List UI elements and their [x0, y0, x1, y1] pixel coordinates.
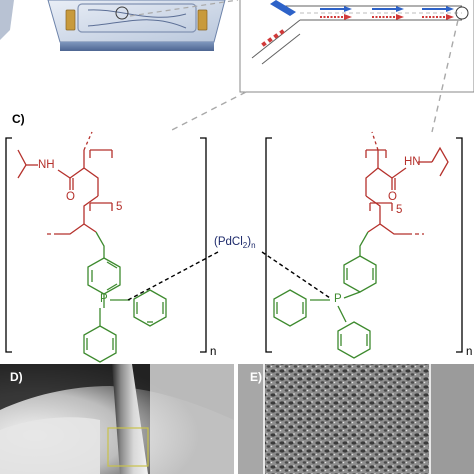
- sem-image-d: [0, 364, 234, 474]
- zoom-guide-left: [167, 91, 247, 133]
- reactor-chip-photo: [0, 0, 239, 51]
- pdcl2-subscript: 2: [242, 241, 248, 250]
- repeat-n-left: n: [210, 346, 217, 358]
- phosphine-ligand-right: [273, 231, 377, 359]
- channel-schematic: [239, 0, 474, 93]
- pd-coordination-bonds: [127, 251, 331, 301]
- pdcl2-sub-n: n: [251, 241, 256, 250]
- zoom-guide-right: [431, 19, 459, 133]
- phosphorus-left: P: [100, 293, 108, 305]
- carbonyl-o-right: O: [388, 191, 397, 203]
- panel-label-d: D): [10, 370, 23, 384]
- brackets-right: [265, 137, 463, 353]
- panel-label-e: E): [250, 370, 262, 384]
- pdcl2-complex-label: (PdCl2)n: [214, 236, 256, 250]
- polymer-backbone-left: [17, 131, 113, 235]
- inset-selection-box: [107, 427, 149, 467]
- repeat-n-right: n: [466, 346, 473, 358]
- panel-label-c: C): [12, 112, 25, 126]
- repeat-5-right: 5: [396, 204, 403, 216]
- polymer-backbone-right: [365, 131, 449, 235]
- pdcl2-suffix: ): [247, 236, 252, 248]
- repeat-5-left: 5: [116, 201, 123, 213]
- amide-nh-left: NH: [38, 159, 55, 171]
- phosphorus-right: P: [334, 293, 342, 305]
- sem-image-e: [238, 364, 474, 474]
- amide-nh-right: HN: [404, 156, 421, 168]
- brackets-left: [5, 137, 207, 353]
- pdcl2-prefix: (PdCl: [214, 236, 243, 248]
- carbonyl-o-left: O: [66, 191, 75, 203]
- phosphine-ligand-left: [83, 231, 167, 363]
